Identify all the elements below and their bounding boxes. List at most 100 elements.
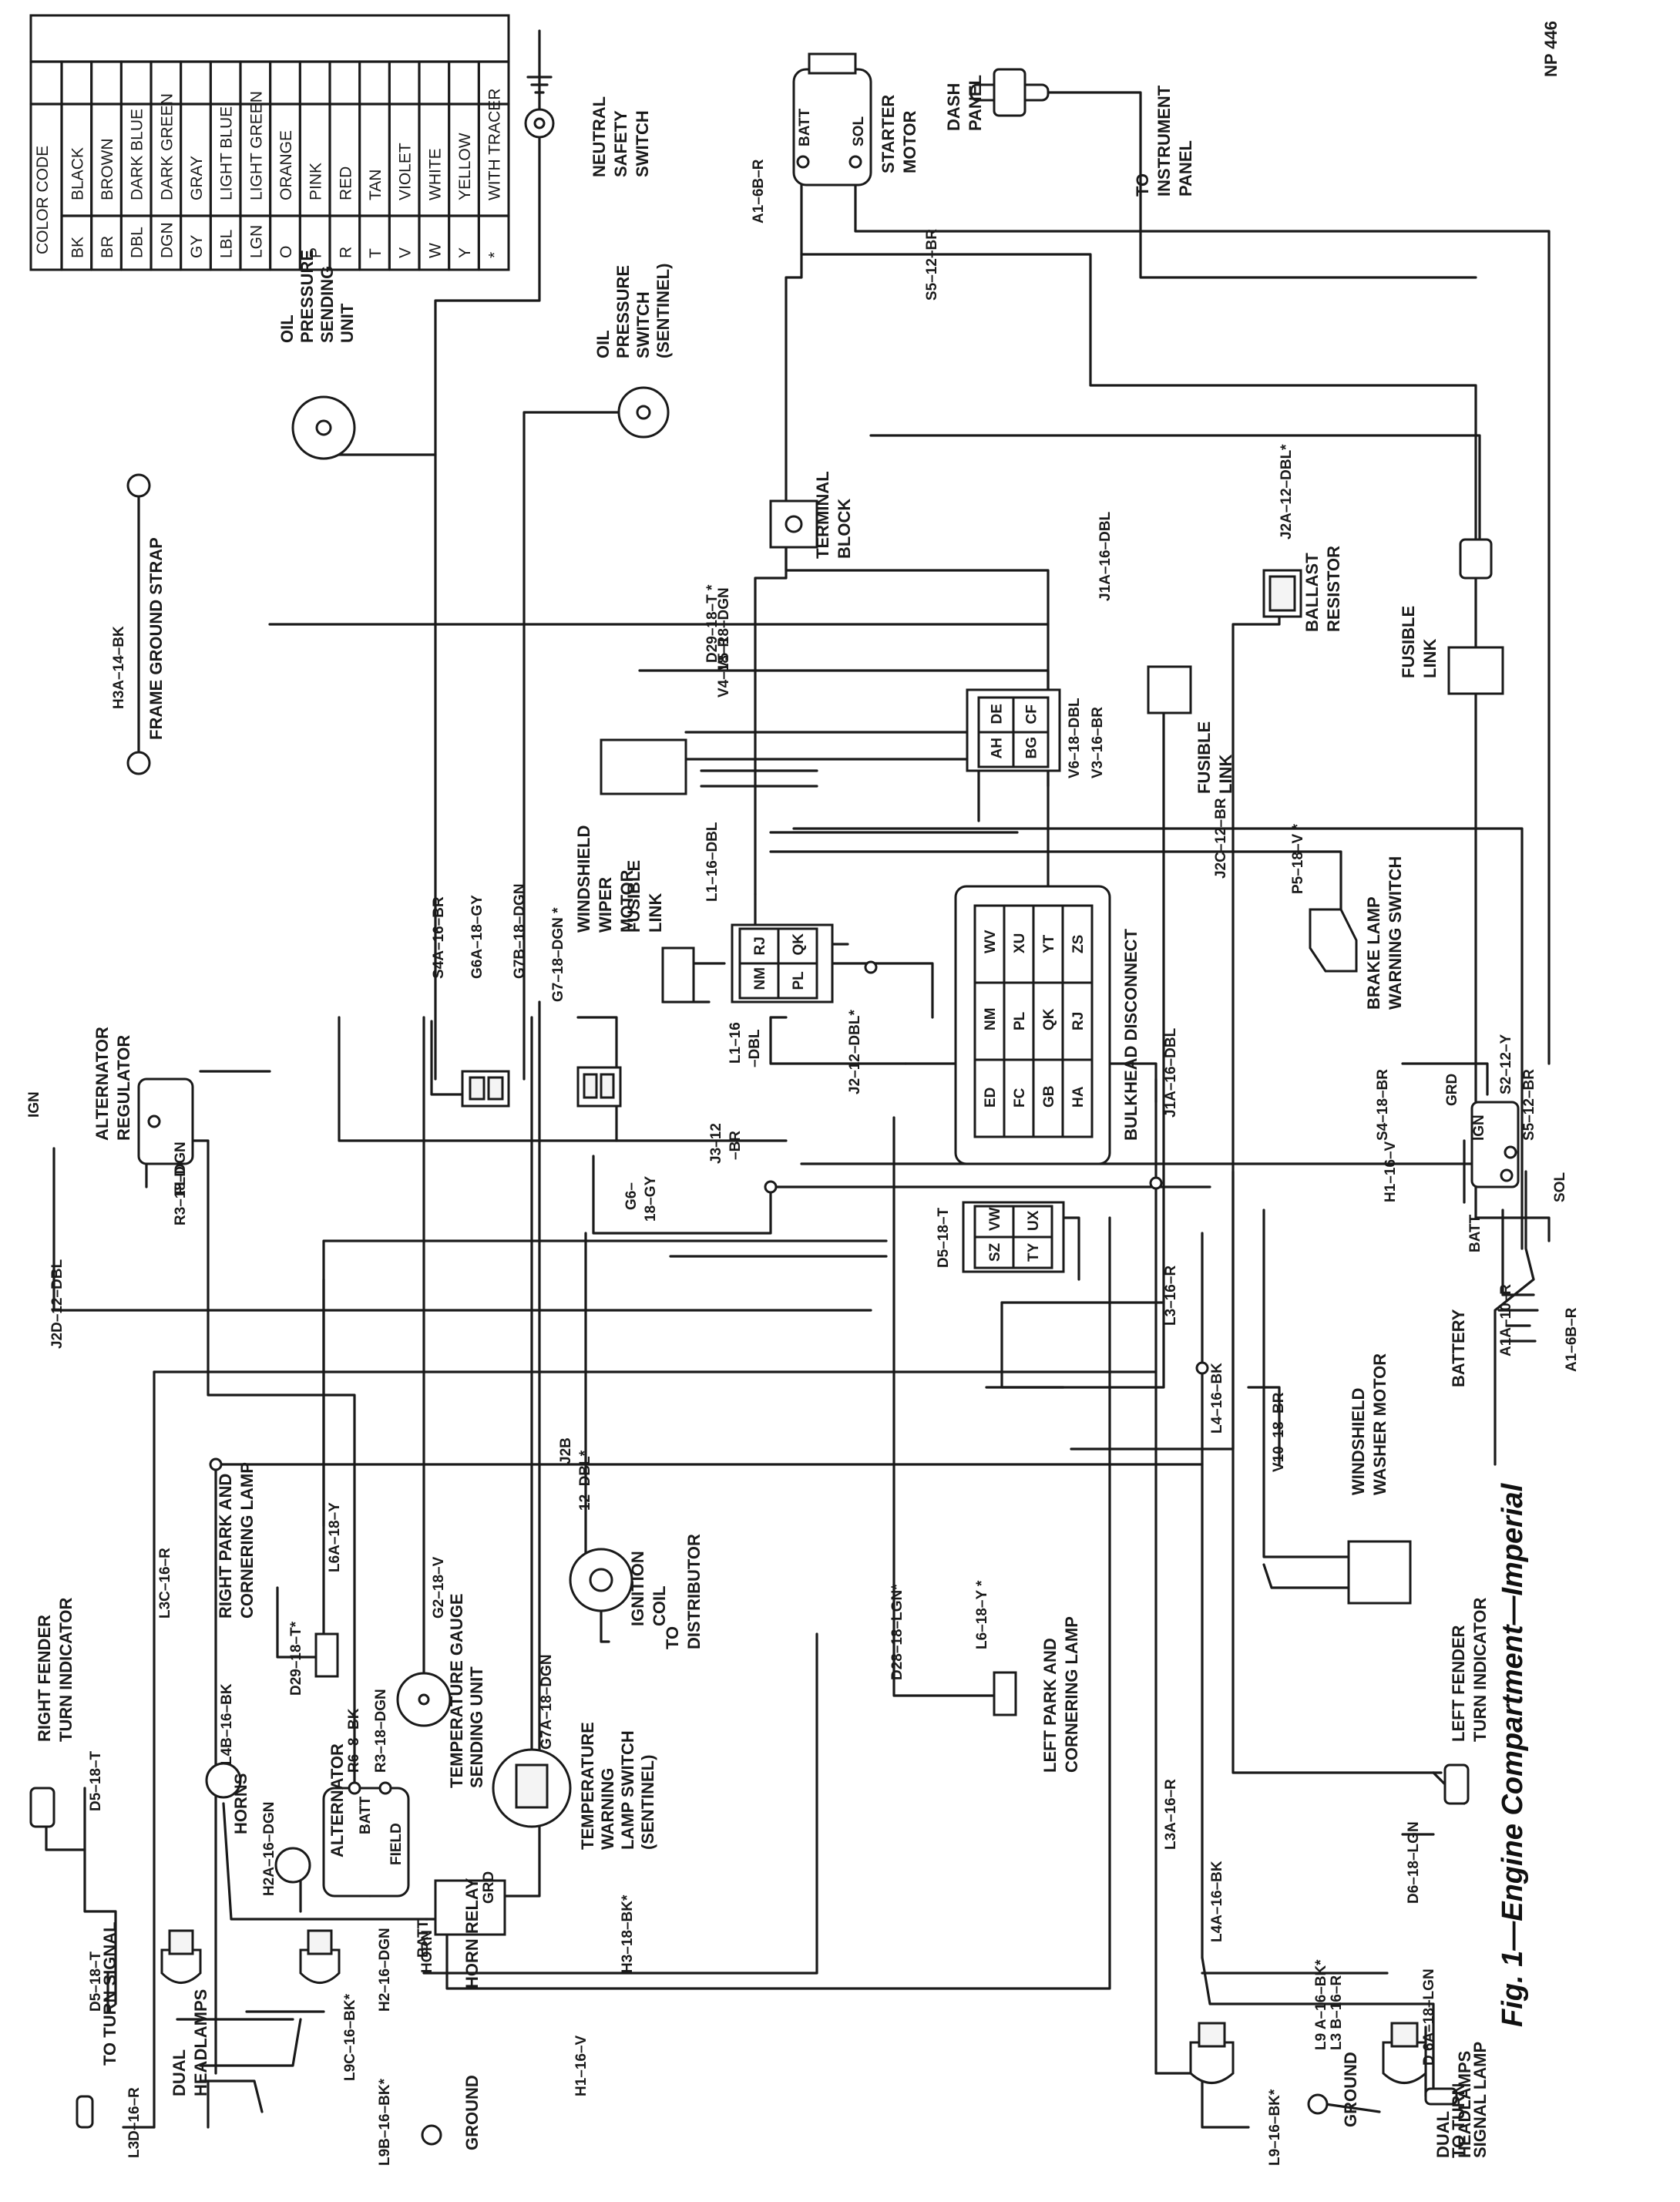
color-name: WHITE: [426, 148, 444, 200]
oil-pressure-sending-unit-label-line: PRESSURE: [297, 250, 317, 343]
battery-label: BATTERY: [1449, 1309, 1468, 1387]
oil-pressure-sending-unit-label-line: SENDING: [318, 266, 337, 343]
wire-label-h1-16-v: H1–16–V: [573, 2035, 590, 2096]
wire-label-j3-12-br: J3–12: [708, 1123, 724, 1164]
horns-label: HORNS: [231, 1773, 250, 1834]
connector-cell: QK: [1041, 1008, 1057, 1030]
left-park-cornering-lamp-label-line: LEFT PARK AND: [1040, 1638, 1060, 1773]
wire-label-v5-18-dgn: V5–18–DGN: [716, 587, 732, 671]
oil-pressure-switch-label-line: (SENTINEL): [654, 264, 673, 358]
connector-cell: BG: [1024, 737, 1040, 759]
connector-cell: FC: [1012, 1088, 1028, 1108]
battery-icon: [1497, 1293, 1539, 1343]
wire-label-j2a-12-dbl: J2A–12–DBL*: [1278, 444, 1295, 540]
color-code: DGN: [158, 222, 176, 258]
fusible-link-right-icon: [1447, 538, 1504, 695]
fusible-link-right-label-line: LINK: [1420, 639, 1440, 678]
ground-right-icon: [421, 2124, 442, 2146]
neutral-safety-switch-label-line: SAFETY: [611, 110, 630, 177]
connector-cell: QK: [791, 933, 807, 956]
neutral-safety-switch-label-line: NEUTRAL: [590, 96, 609, 177]
connector-cell: AH: [990, 738, 1006, 758]
fusible-link-mid-label-line: FUSIBLE: [1194, 721, 1214, 794]
connector-cell: PL: [1012, 1011, 1028, 1030]
regulator-ign-label: IGN: [26, 1091, 42, 1118]
wire-label-h2a-16-dgn: H2A–16–DGN: [261, 1802, 277, 1897]
right-park-cornering-lamp-icon: [314, 1632, 339, 1678]
wire-label-r6-8-bk: R6–8–BK: [346, 1708, 362, 1773]
connector-g6-g7-icon: [576, 1066, 622, 1108]
brake-lamp-warning-switch-label-line: WARNING SWITCH: [1386, 856, 1405, 1010]
starter-sol-label: SOL: [851, 116, 867, 146]
color-code: Y: [456, 247, 474, 258]
windshield-washer-motor-label-line: WINDSHIELD: [1349, 1388, 1368, 1495]
color-name: GRAY: [188, 156, 206, 200]
wire-label-h2-16-dgn: H2–16–DGN: [377, 1928, 393, 2012]
dual-headlamps-right-label-line: HEADLAMPS: [191, 1989, 210, 2096]
relay-batt-label: BATT.: [415, 1918, 432, 1958]
wire-label-l4b-16-bk: L4B–16–BK: [219, 1683, 235, 1765]
wire-label-g2-18-v: G2–18–V: [431, 1556, 447, 1619]
windshield-wiper-motor-icon: [600, 738, 687, 795]
wire-label-v3-16-br: V3–16–BR: [1090, 707, 1106, 778]
color-name: PINK: [307, 163, 325, 200]
fusible-link-left-label-line: FUSIBLE: [624, 860, 643, 933]
wire-label-r3-18-dgn: R3–18–DGN: [373, 1689, 389, 1773]
figure-caption: Fig. 1—Engine Compartment—Imperial: [1497, 1482, 1529, 2027]
wire-label-l3b-16-r: L3 B–16–R: [1329, 1975, 1345, 2050]
wire-label-v6-18-dbl: V6–18–DBL: [1067, 698, 1083, 778]
relay-horn-label: HORN: [419, 1930, 435, 1973]
alternator-label: ALTERNATOR: [328, 1743, 347, 1857]
wire-label-l1-16-dbl: L1–16–DBL: [704, 822, 721, 902]
ignition-sol-label: SOL: [1552, 1172, 1568, 1202]
color-code: DBL: [129, 227, 146, 258]
color-code: BK: [69, 237, 86, 258]
connector-cell: RJ: [1070, 1012, 1087, 1030]
wire-label-l9-16-bk: L9–16–BK*: [1267, 2089, 1283, 2166]
wire-label-h1-16-v-top: H1–16–V: [1383, 1141, 1399, 1202]
color-name: LIGHT GREEN: [247, 91, 265, 200]
dual-headlamps-right-label-line: DUAL: [170, 2049, 189, 2096]
color-name: TAN: [367, 170, 385, 200]
windshield-washer-motor-icon: [1347, 1540, 1412, 1605]
wire-label-l9b-16-bk: L9B–16–BK*: [377, 2078, 393, 2166]
connector-cell: DE: [990, 704, 1006, 724]
terminal-block-label-line: TERMINAL: [813, 471, 832, 559]
neutral-safety-switch-icon: [524, 76, 555, 139]
to-turn-signal-lamp-label-line: SIGNAL LAMP: [1470, 2042, 1490, 2158]
color-name: VIOLET: [397, 143, 415, 200]
wire-label-l9c-16-bk: L9C–16–BK*: [342, 1993, 358, 2081]
alternator-regulator-label-line: REGULATOR: [114, 1035, 133, 1141]
right-park-cornering-lamp-label-line: RIGHT PARK AND: [216, 1474, 235, 1619]
horn-relay-icon: [434, 1879, 506, 1936]
to-instrument-panel-label-line: TO: [1133, 173, 1152, 197]
left-fender-turn-indicator-icon: [1443, 1763, 1470, 1805]
wire-label-l3a-16-r: L3A–16–R: [1163, 1779, 1179, 1850]
left-park-cornering-lamp-label-line: CORNERING LAMP: [1062, 1616, 1081, 1773]
oil-pressure-switch-icon: [617, 386, 670, 439]
dual-headlamps-left-icon: [1189, 2022, 1427, 2084]
wire-label-a1a-10-r: A1A–10–R: [1498, 1284, 1514, 1356]
wire-label-a1-6b-r: A1–6B–R: [1564, 1307, 1580, 1372]
brake-lamp-warning-switch-label-line: BRAKE LAMP: [1364, 896, 1383, 1010]
color-code: T: [367, 248, 385, 258]
ignition-coil-icon: [569, 1548, 633, 1612]
windshield-washer-motor-label-line: WASHER MOTOR: [1370, 1353, 1389, 1495]
wire-label-l6-18-y: L6–18–Y *: [974, 1580, 990, 1649]
regulator-fld-label: FLD: [173, 1166, 189, 1195]
oil-pressure-switch-label-line: OIL: [593, 330, 613, 358]
